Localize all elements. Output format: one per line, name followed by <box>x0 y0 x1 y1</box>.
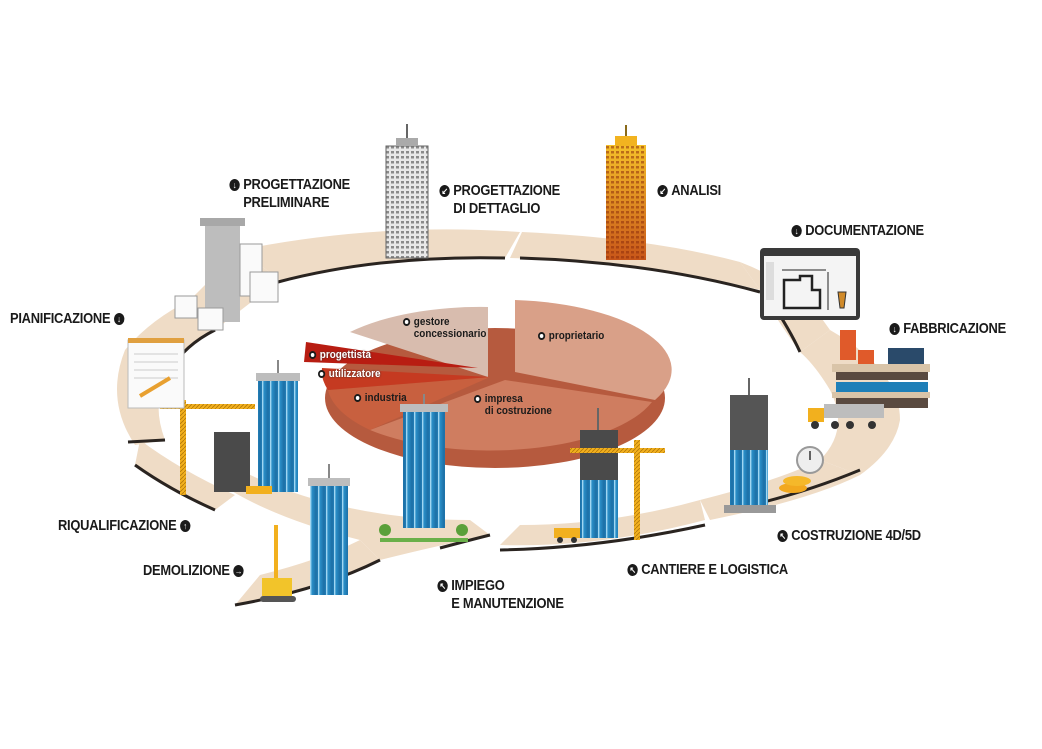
phase-label-pianificazione: PIANIFICAZIONE↓ <box>10 310 128 328</box>
bullet-icon <box>354 394 362 402</box>
phase-label-progettazione-preliminare: ↓PROGETTAZIONE PRELIMINARE <box>226 176 350 212</box>
requalification-demolition-illustration <box>160 360 350 602</box>
phase-label-costruzione: ↖COSTRUZIONE 4D/5D <box>774 527 921 545</box>
phase-label-cantiere: ↖CANTIERE E LOGISTICA <box>624 561 788 579</box>
phase-label-impiego: ↖IMPIEGO E MANUTENZIONE <box>434 577 564 613</box>
documentation-cad-window-illustration <box>760 248 860 320</box>
construction-site-tower-crane-illustration <box>554 408 665 543</box>
preliminary-design-buildings-illustration <box>174 218 279 331</box>
arrow-down-left-circle-icon: ↙ <box>439 185 450 197</box>
arrow-down-left-circle-icon: ↙ <box>657 185 668 197</box>
ring-segment-progettazione <box>240 229 520 280</box>
fabrication-factory-illustration <box>808 330 930 429</box>
ring-segment-demolizione <box>235 540 380 605</box>
arrow-up-circle-icon: ↑ <box>179 520 191 532</box>
pie-slice-industria <box>328 377 490 430</box>
bullet-icon <box>538 332 546 340</box>
bullet-icon <box>309 351 317 359</box>
bullet-icon <box>318 370 326 378</box>
phase-label-fabbricazione: ↓FABBRICAZIONE <box>886 320 1006 338</box>
arrow-up-left-circle-icon: ↖ <box>627 564 638 576</box>
detail-design-tower-illustration <box>385 124 429 259</box>
arrow-down-circle-icon: ↓ <box>113 313 125 325</box>
pie-slice-proprietario <box>515 300 672 400</box>
arrow-down-circle-icon: ↓ <box>229 179 240 191</box>
ring-segment-impiego <box>230 470 490 560</box>
phase-label-progettazione-dettaglio: ↙PROGETTAZIONE DI DETTAGLIO <box>436 182 560 218</box>
pie-label-utilizzatore: utilizzatore <box>318 368 381 380</box>
pie-slice-progettista <box>304 342 478 368</box>
analysis-tower-illustration <box>606 125 646 260</box>
pie-label-gestore: gestore concessionario <box>403 316 486 340</box>
phase-label-documentazione: ↓DOCUMENTAZIONE <box>788 222 924 240</box>
arrow-right-circle-icon: → <box>233 565 244 577</box>
operation-maintenance-tower-illustration <box>379 394 468 542</box>
pie-label-industria: industria <box>354 392 407 404</box>
pie-slice-gestore <box>350 306 488 377</box>
pie-label-progettista: progettista <box>309 349 371 361</box>
bullet-icon <box>403 318 411 326</box>
ring-segment-analisi <box>510 232 760 290</box>
phase-label-demolizione: DEMOLIZIONE→ <box>143 562 244 579</box>
arrow-up-left-circle-icon: ↖ <box>777 530 788 542</box>
arrow-up-left-circle-icon: ↖ <box>437 580 448 592</box>
pie-label-proprietario: proprietario <box>538 330 604 342</box>
construction-4d5d-illustration <box>724 378 824 513</box>
bullet-icon <box>474 395 482 403</box>
planning-notepad-illustration <box>127 338 185 409</box>
arrow-down-circle-icon: ↓ <box>791 225 802 237</box>
pie-slice-utilizzatore <box>321 368 490 390</box>
arrow-down-circle-icon: ↓ <box>889 323 900 335</box>
phase-label-analisi: ↙ANALISI <box>654 182 721 200</box>
pie-label-impresa: impresa di costruzione <box>474 393 552 417</box>
phase-label-riqualificazione: RIQUALIFICAZIONE↑ <box>58 517 194 535</box>
